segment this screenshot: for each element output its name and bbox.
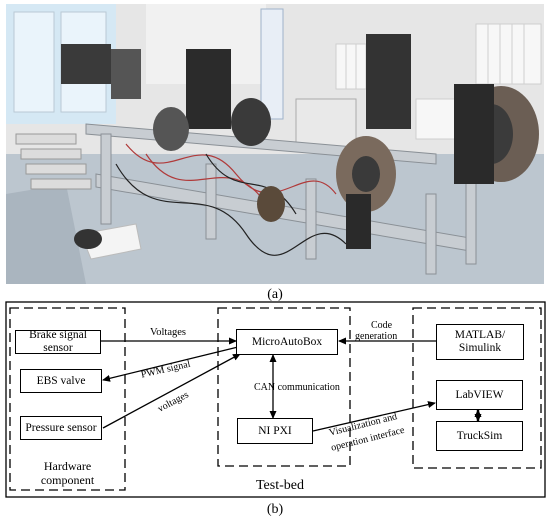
microautobox-label: MicroAutoBox [251,335,323,348]
test-bench-photo-illustration [6,4,544,284]
code-label-line1: Code [371,320,393,331]
matlab-label-line1: MATLAB/ [454,329,506,341]
labview-node: LabVIEW [436,380,523,410]
brake-signal-sensor-node: Brake signal sensor [15,329,101,354]
can-communication-label: CAN communication [254,382,340,393]
pressure-sensor-label: Pressure sensor [25,421,97,434]
hardware-title-line1: Hardware [43,459,92,473]
hardware-component-group [9,307,126,491]
subfigure-label-b: (b) [266,502,284,517]
code-label-line2: generation [355,331,398,342]
microautobox-node: MicroAutoBox [236,329,338,355]
test-bench-photo [6,4,544,284]
outer-frame [5,301,546,498]
edge-pwm-signal [102,346,239,382]
ni-pxi-label: NI PXI [258,424,292,437]
test-bed-group [217,307,351,467]
pressure-sensor-node: Pressure sensor [20,416,102,440]
test-bed-title: Test-bed [255,478,304,493]
ni-pxi-node: NI PXI [237,418,313,444]
system-diagram: Brake signal sensor EBS valve Pressure s… [0,300,550,500]
matlab-label-line2: Simulink [458,342,502,354]
ebs-valve-label: EBS valve [36,374,86,387]
edge-voltages-lower [102,353,241,429]
software-group [412,307,542,469]
voltages-upper-label: Voltages [150,327,186,338]
subfigure-label-a: (a) [267,287,283,302]
hardware-title-line2: component [40,473,95,487]
trucksim-label: TruckSim [456,429,503,442]
labview-label: LabVIEW [455,388,504,401]
ebs-valve-node: EBS valve [20,369,102,393]
brake-signal-sensor-label: Brake signal sensor [29,329,87,354]
hardware-component-title: Hardware component [15,459,120,487]
edge-visualization [312,401,436,432]
diagram-connectors [5,301,546,498]
trucksim-node: TruckSim [436,421,523,451]
matlab-simulink-node: MATLAB/ Simulink [436,324,524,360]
